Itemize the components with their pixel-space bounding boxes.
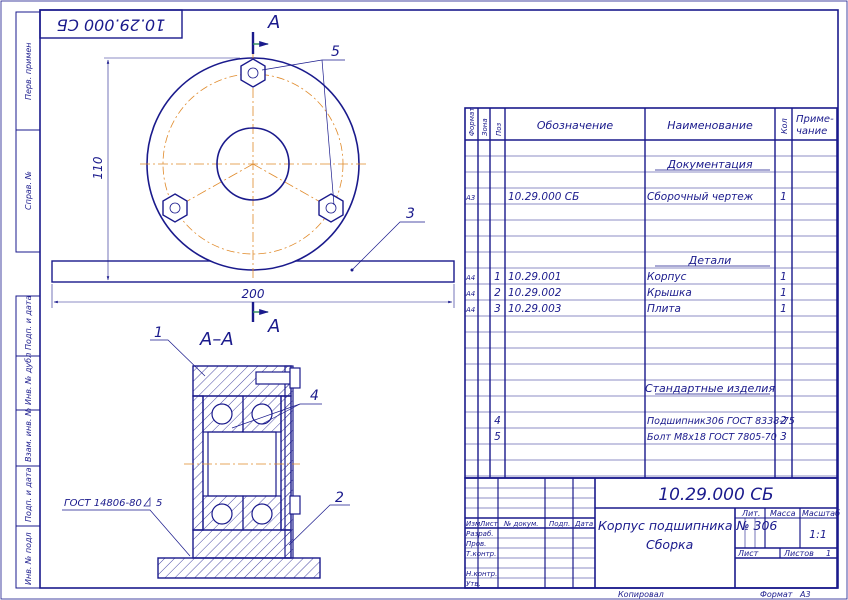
margin-label-dubl: Инв. № дубл <box>24 353 33 405</box>
spec-cell-pos: 2 <box>494 287 501 299</box>
spec-heading: Стандартные изделия <box>645 382 775 395</box>
title-name: Корпус подшипника № 306 <box>598 518 777 533</box>
tb-scale-value: 1:1 <box>809 528 827 541</box>
leader-label-4: 4 <box>310 388 319 404</box>
tb-role-tkontr: Т.контр. <box>466 550 496 558</box>
bore-circle <box>216 127 290 201</box>
title-block <box>464 477 838 589</box>
tb-scale: Масштаб <box>802 509 840 518</box>
spec-cell-pos: 3 <box>494 303 501 315</box>
spec-header-designation: Обозначение <box>537 119 614 132</box>
spec-cell-name: Корпус <box>647 271 687 283</box>
spec-cell-designation: 10.29.001 <box>508 271 561 283</box>
spec-cell-name: Плита <box>647 303 681 315</box>
spec-cell-format: A4 <box>465 290 475 298</box>
spec-cell-name: Болт М8х18 ГОСТ 7805-70 <box>647 432 777 443</box>
spec-cell-format: A4 <box>465 306 475 314</box>
spec-header-name: Наименование <box>667 119 753 132</box>
spec-header-note-1: Приме- <box>796 114 834 125</box>
spec-cell-qty: 1 <box>780 287 787 299</box>
spec-heading: Документация <box>666 158 753 171</box>
specification-table <box>464 107 838 479</box>
dim-height: 110 <box>91 156 105 179</box>
tb-sheet: Лист <box>737 549 759 558</box>
tb-role-utv: Утв. <box>466 580 481 588</box>
spec-cell-format: A3 <box>465 194 475 202</box>
margin-label-sprav: Справ. № <box>24 171 33 210</box>
tb-copied: Копировал <box>618 590 664 599</box>
tb-col-izm: Изм <box>466 520 481 528</box>
leader-label-3: 3 <box>406 206 415 222</box>
rotated-code-box <box>39 9 183 39</box>
margin-label-podp1: Подп. и дата <box>24 295 33 350</box>
spec-cell-designation: 10.29.002 <box>508 287 562 299</box>
margin-label-podp2: Подп. и дата <box>24 467 33 522</box>
tb-col-podp: Подп. <box>549 520 570 528</box>
tb-sheets: Листов <box>783 549 814 558</box>
margin-label-perv: Перв. примен <box>24 42 33 100</box>
left-margin-strip <box>15 11 41 589</box>
tb-mass: Масса <box>770 509 796 518</box>
spec-header-qty: Кол <box>780 118 789 134</box>
tb-format-value: A3 <box>799 590 811 599</box>
title-code: 10.29.000 СБ <box>658 485 773 505</box>
spec-cell-designation: 10.29.000 СБ <box>508 191 579 203</box>
tb-col-doc: № докум. <box>503 520 539 528</box>
leader-label-1: 1 <box>154 325 163 341</box>
spec-cell-name: Подшипник306 ГОСТ 8338-75 <box>647 416 795 427</box>
spec-cell-format: A4 <box>465 274 475 282</box>
leader-label-5: 5 <box>331 44 340 60</box>
spec-cell-pos: 1 <box>494 271 501 283</box>
weld-note: ГОСТ 14806-80 <box>64 498 142 509</box>
spec-headers: Формат Зона Поз Обозначение Наименование… <box>468 107 834 137</box>
tb-format: Формат <box>760 590 793 599</box>
spec-header-note-2: чание <box>796 126 827 137</box>
spec-cell-name: Сборочный чертеж <box>647 191 754 203</box>
spec-header-format: Формат <box>468 107 476 136</box>
margin-label-podl: Инв. № подл <box>24 532 33 585</box>
spec-cell-qty: 1 <box>780 271 787 283</box>
tb-role-razrab: Разраб. <box>466 530 494 538</box>
tb-role-prov: Пров. <box>466 540 486 548</box>
dim-width: 200 <box>242 287 265 301</box>
margin-label-vzam: Взам. инв. № <box>24 408 33 462</box>
weld-size: 5 <box>156 498 162 509</box>
spec-cell-qty: 3 <box>780 431 787 443</box>
spec-heading: Детали <box>688 254 732 267</box>
title-block-text: 10.29.000 СБ Корпус подшипника № 306 Сбо… <box>466 485 840 599</box>
spec-cell-qty: 2 <box>780 415 787 427</box>
spec-cell-qty: 1 <box>780 191 787 203</box>
section-letter-bottom: А <box>267 316 280 337</box>
title-subtitle: Сборка <box>646 537 693 552</box>
spec-cell-designation: 10.29.003 <box>508 303 561 315</box>
section-base-plate <box>157 557 321 579</box>
rotated-code: 10.29.000 СБ <box>57 16 166 35</box>
spec-cell-qty: 1 <box>780 303 787 315</box>
spec-header-zone: Зона <box>481 118 489 136</box>
section-view: А–А 1 4 2 ГОСТ 1480 <box>62 325 350 579</box>
top-view: А А 110 200 5 3 <box>51 12 455 337</box>
bolt-head-left <box>162 193 188 223</box>
section-letter-top: А <box>267 12 280 33</box>
spec-cell-pos: 4 <box>494 415 501 427</box>
tb-lit: Лит. <box>741 509 760 518</box>
tb-sheets-value: 1 <box>826 549 831 558</box>
tb-role-nkontr: Н.контр. <box>466 570 497 578</box>
tb-col-list: Лист <box>479 520 499 528</box>
tb-col-date: Дата <box>574 520 593 528</box>
section-title: А–А <box>199 329 234 350</box>
bolt-head-top <box>240 58 266 88</box>
bolt-head-right <box>318 193 344 223</box>
spec-cell-pos: 5 <box>494 431 501 443</box>
spec-cell-name: Крышка <box>647 287 692 299</box>
spec-header-pos: Поз <box>495 122 503 136</box>
leader-label-2: 2 <box>335 490 344 506</box>
